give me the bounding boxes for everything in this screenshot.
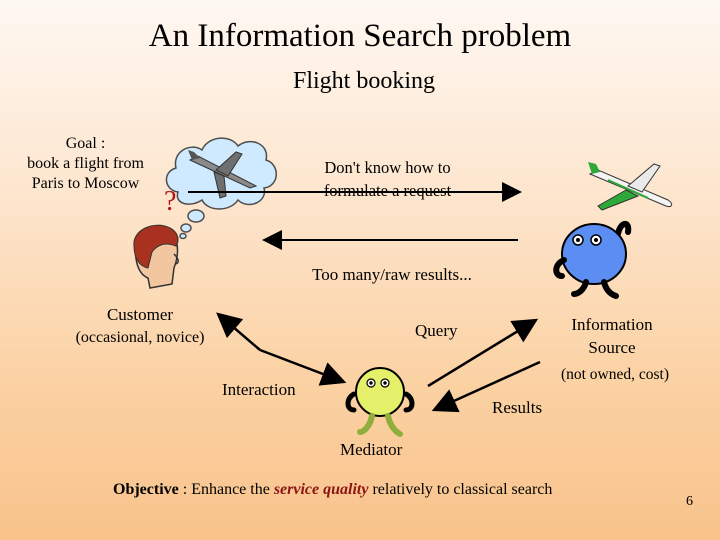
query-label: Query [415, 321, 458, 340]
objective-label: Objective [113, 481, 179, 498]
information-source-icon [553, 221, 632, 299]
question-mark: ? [164, 186, 177, 217]
goal-line-2: book a flight from [27, 155, 144, 172]
objective-post: relatively to classical search [368, 481, 553, 498]
too-many-results-text: Too many/raw results... [312, 265, 472, 284]
objective-emphasis: service quality [273, 481, 369, 498]
request-results-arrows [188, 182, 522, 250]
source-line-1: Information [571, 315, 653, 334]
query-arrow [427, 318, 539, 388]
goal-line-3: Paris to Moscow [31, 175, 140, 192]
goal-text: Goal : book a flight from Paris to Mosco… [8, 134, 163, 194]
source-line-2: Source [588, 338, 636, 357]
mediator-label: Mediator [340, 440, 403, 459]
customer-note: (occasional, novice) [75, 329, 205, 346]
objective-statement: Objective : Enhance the service quality … [113, 481, 552, 499]
customer-title: Customer [106, 305, 174, 324]
customer-label: Customer (occasional, novice) [60, 303, 220, 349]
goal-line-1: Goal : [65, 135, 106, 152]
information-source-label: Information Source [548, 313, 676, 359]
source-note: (not owned, cost) [560, 366, 670, 383]
results-label: Results [492, 398, 543, 417]
dont-know-line-2: formulate a request [323, 181, 452, 200]
source-airplane-icon [588, 162, 673, 211]
mediator-arrows [216, 312, 541, 413]
dont-know-text: Don't know how to formulate a request [300, 156, 475, 202]
page-number: 6 [686, 494, 693, 509]
interaction-arrow-to-mediator [259, 348, 347, 386]
objective-pre: : Enhance the [178, 481, 274, 498]
airplane-icon [188, 150, 258, 199]
customer-head-icon [133, 224, 179, 289]
mediator-icon [345, 367, 415, 437]
interaction-arrow-to-customer [216, 312, 261, 351]
interaction-label: Interaction [222, 380, 296, 399]
slide-subtitle: Flight booking [292, 68, 436, 94]
results-arrow [431, 360, 541, 413]
slide-title: An Information Search problem [148, 18, 572, 54]
dont-know-line-1: Don't know how to [324, 158, 451, 177]
